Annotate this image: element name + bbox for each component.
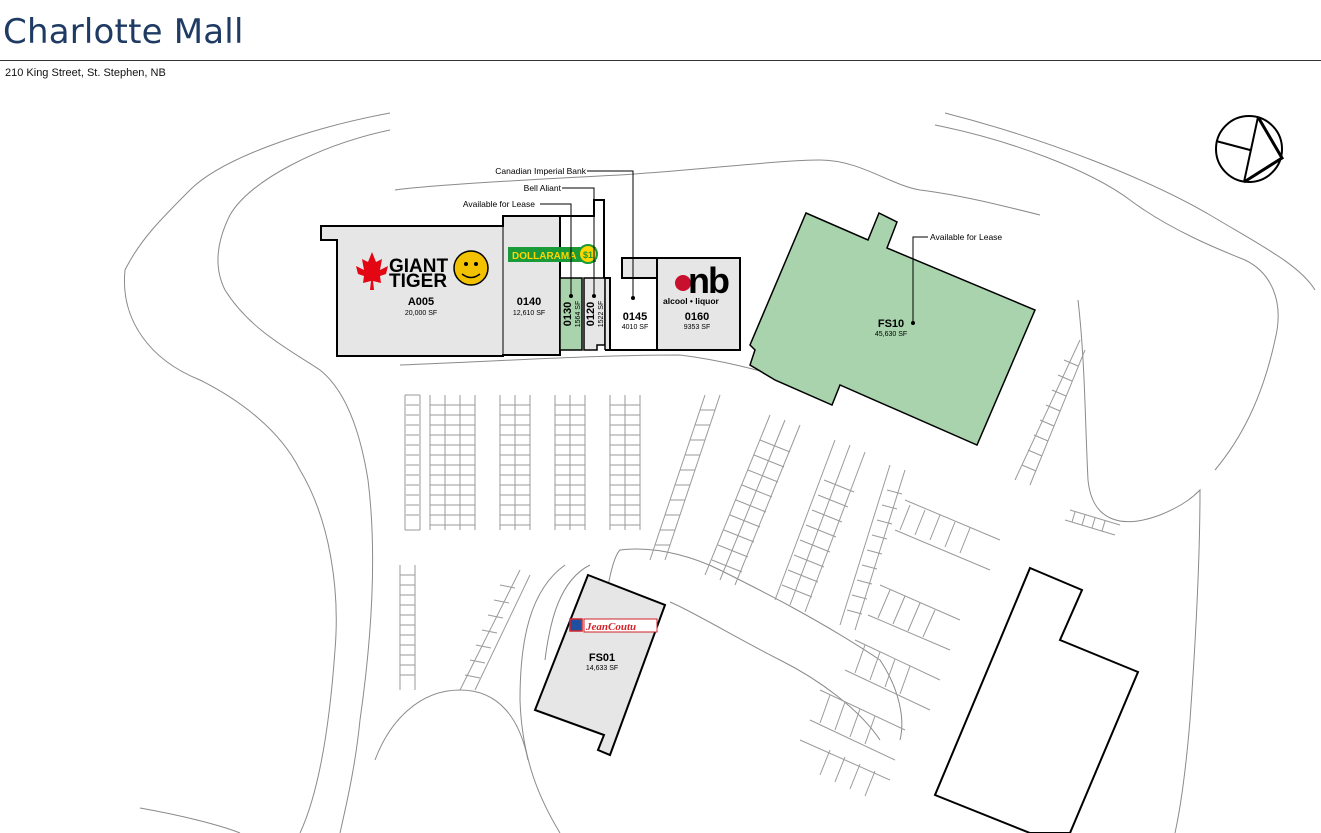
jean-coutu-wordmark: JeanCoutu <box>585 621 636 633</box>
unit-fs10-area: 45,630 SF <box>875 331 907 338</box>
callout-labels: Canadian Imperial Bank Bell Aliant Avail… <box>463 166 1003 242</box>
page-address: 210 King Street, St. Stephen, NB <box>5 67 166 79</box>
giant-tiger-logo: GIANT TIGER <box>356 250 489 292</box>
giant-tiger-word-1: GIANT <box>389 256 449 277</box>
unit-fs10-label: FS10 <box>878 318 904 330</box>
anbl-tagline: alcool • liquor <box>663 296 720 306</box>
unit-0130-area: 1564 SF <box>575 301 582 327</box>
parking-rows <box>399 339 1121 797</box>
unit-0120-area: 1522 SF <box>598 301 605 327</box>
unit-0160-area: 9353 SF <box>684 324 710 331</box>
jean-coutu-mark-icon <box>569 618 583 632</box>
jean-coutu-logo: JeanCoutu <box>569 618 658 633</box>
unit-0145-area: 4010 SF <box>622 324 648 331</box>
site-roads <box>123 112 1316 833</box>
mall-building <box>320 199 741 357</box>
unit-0140-area: 12,610 SF <box>513 310 545 317</box>
callout-leaders <box>540 170 928 323</box>
anbl-logo: nb alcool • liquor <box>663 260 731 306</box>
maple-leaf-icon <box>356 252 388 290</box>
tiger-icon <box>453 250 489 286</box>
unit-fs01-label: FS01 <box>589 652 615 664</box>
parking-row-diagonal <box>459 339 1121 797</box>
dollar-badge-icon <box>578 244 598 264</box>
unit-0140-label: 0140 <box>517 296 541 308</box>
callout-dots <box>569 294 915 325</box>
title-divider <box>0 60 1321 61</box>
unit-fs01-area: 14,633 SF <box>586 665 618 672</box>
callout-cibc: Canadian Imperial Bank <box>495 166 586 176</box>
anbl-mark-icon <box>675 275 691 291</box>
giant-tiger-word-2: TIGER <box>389 271 447 292</box>
callout-available-0130: Available for Lease <box>463 199 535 209</box>
north-arrow <box>1215 115 1285 184</box>
dollar-badge-text: $1 <box>583 250 593 260</box>
callout-available-fs10: Available for Lease <box>930 232 1002 242</box>
mall-north-wall <box>560 199 605 278</box>
dollarama-logo: DOLLARAMA $1 <box>508 244 598 264</box>
adjacent-building-outline <box>933 566 1140 833</box>
unit-0130-label: 0130 <box>562 302 574 326</box>
unit-labels: A005 20,000 SF 0140 12,610 SF 0130 1564 … <box>405 296 907 672</box>
unit-fs10-shape <box>749 211 1036 446</box>
unit-0145-label: 0145 <box>623 311 647 323</box>
callout-bell: Bell Aliant <box>524 183 562 193</box>
unit-a005-area: 20,000 SF <box>405 310 437 317</box>
parking-row-vertical <box>399 394 641 690</box>
unit-0120-label: 0120 <box>585 302 597 326</box>
page-title: Charlotte Mall <box>3 12 244 52</box>
unit-0160-label: 0160 <box>685 311 709 323</box>
anbl-wordmark: nb <box>688 260 729 301</box>
dollarama-wordmark: DOLLARAMA <box>512 251 576 262</box>
unit-a005-label: A005 <box>408 296 434 308</box>
unit-0160-shape <box>656 257 741 351</box>
